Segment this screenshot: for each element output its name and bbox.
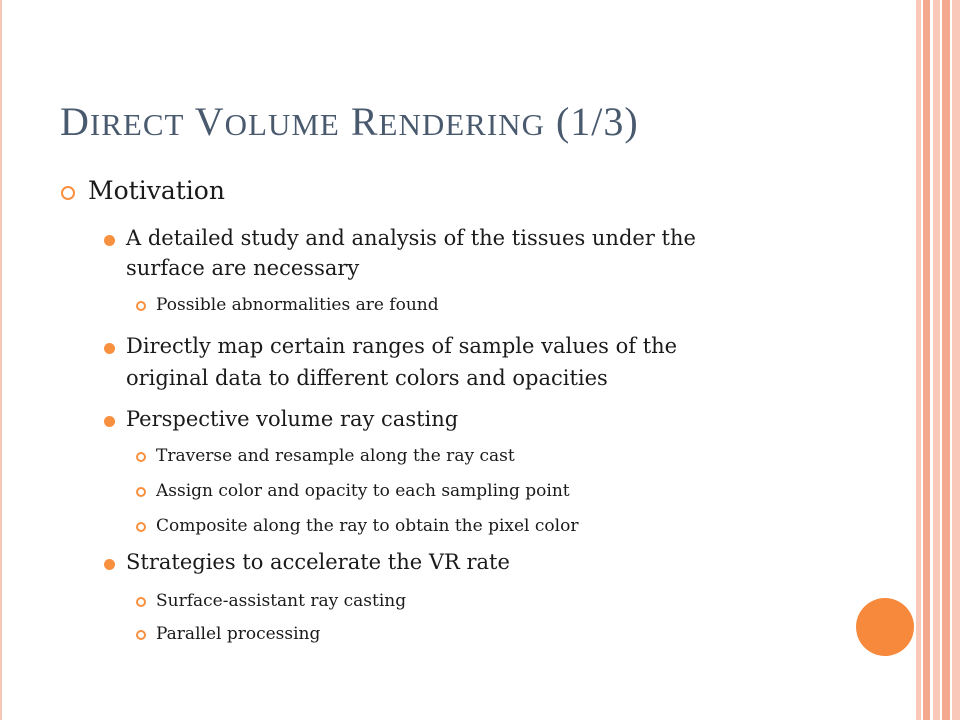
heading-motivation: Motivation [88,176,225,205]
title-initial: R [350,99,379,144]
stripe [930,0,933,720]
stripe [916,0,921,720]
dot-bullet-icon [104,343,115,354]
bullet-text: Perspective volume ray casting [126,407,459,431]
dot-bullet-icon [104,559,115,570]
title-part-number: (1/3) [555,99,639,144]
orange-circle-decoration [856,598,914,656]
ring-bullet-icon [136,452,146,462]
stripe [933,0,940,720]
bullet-text: Directly map certain ranges of sample va… [126,334,678,358]
ring-bullet-icon [136,630,146,640]
slide-title: DIRECT VOLUME RENDERING (1/3) [60,98,639,145]
sub-bullet-text: Assign color and opacity to each samplin… [156,481,570,501]
bullet-text: original data to different colors and op… [126,366,608,390]
ring-bullet-icon [61,186,75,200]
ring-bullet-icon [136,301,146,311]
title-initial: D [60,99,90,144]
sub-bullet-text: Parallel processing [156,624,321,644]
stripe [950,0,952,720]
sub-bullet-text: Possible abnormalities are found [156,295,439,315]
right-stripes-decoration [916,0,960,720]
bullet-text: Strategies to accelerate the VR rate [126,550,510,574]
sub-bullet-text: Surface-assistant ray casting [156,591,407,611]
title-word: IRECT [89,107,185,142]
stripe [923,0,930,720]
stripe [952,0,960,720]
ring-bullet-icon [136,597,146,607]
stripe [921,0,923,720]
ring-bullet-icon [136,522,146,532]
title-initial: V [194,99,225,144]
dot-bullet-icon [104,235,115,246]
title-word: ENDERING [378,107,545,142]
ring-bullet-icon [136,487,146,497]
left-border [0,0,2,720]
sub-bullet-text: Composite along the ray to obtain the pi… [156,516,579,536]
dot-bullet-icon [104,416,115,427]
bullet-text: A detailed study and analysis of the tis… [126,226,696,250]
title-word: OLUME [224,107,340,142]
bullet-text: surface are necessary [126,256,360,280]
stripe [942,0,950,720]
stripe [940,0,942,720]
sub-bullet-text: Traverse and resample along the ray cast [156,446,515,466]
